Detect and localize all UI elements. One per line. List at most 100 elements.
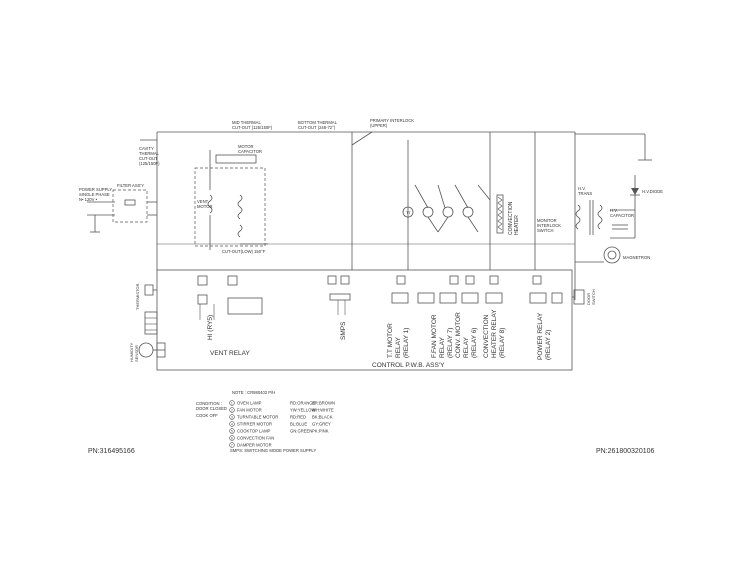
legend-symbol: 2	[231, 409, 233, 413]
label-magnetron: MAGNETRON	[623, 255, 650, 260]
label-conv-motor-3: (RELAY 6)	[471, 328, 478, 358]
main-wiring	[156, 131, 600, 300]
label-bottom-thermal-2: CUT-OUT (248-72°)	[298, 125, 336, 130]
legend-symbol: 7	[231, 444, 233, 448]
legend-item: 4 STIRRER MOTOR	[229, 421, 272, 427]
legend-symbol: 3	[231, 416, 233, 420]
label-vent-motor-2: MOTOR	[197, 204, 213, 209]
label-mid-thermal: MID THERMAL	[232, 120, 261, 125]
svg-text:TT: TT	[406, 210, 411, 215]
label-conv-heater-2: HEATER	[514, 215, 520, 235]
legend-label: FAN MOTOR	[237, 408, 262, 413]
label-power-relay: POWER RELAY	[537, 312, 544, 360]
legend-color: PK:PINK	[312, 429, 329, 434]
label-control-pwb: CONTROL P.W.B. ASS'Y	[372, 362, 445, 369]
label-tt-motor-3: (RELAY 1)	[403, 328, 410, 358]
diagram-labels: MID THERMAL CUT-OUT (125/150F) BOTTOM TH…	[79, 118, 663, 260]
legend-item: 6 CONVECTION FAN	[229, 435, 274, 441]
label-motor-cap: MOTOR	[238, 144, 254, 149]
legend-item: 5 COOKTOP LAMP	[229, 428, 271, 434]
label-hv-diode: H.V.DIODE	[642, 189, 663, 194]
legend-note: NOTE : CR980402 P/H	[232, 390, 275, 395]
legend-symbol: 4	[231, 423, 233, 427]
label-cavity-2: THERMAL	[139, 151, 160, 156]
legend-label: COOKTOP LAMP	[237, 429, 271, 434]
legend: NOTE : CR980402 P/H CONDITION : DOOR CLO…	[196, 390, 335, 453]
legend-item: 2 FAN MOTOR	[229, 407, 262, 413]
label-cut-out-low: CUT-OUT(LOW) 150°F	[222, 249, 266, 254]
label-hv-cap: H.V.	[610, 208, 618, 213]
legend-item: 7 DAMPER MOTOR	[229, 442, 272, 448]
label-door: DOOR	[586, 293, 591, 305]
label-vent-motor: VENT	[197, 199, 209, 204]
label-vent-relay: VENT RELAY	[210, 350, 251, 357]
left-sensors	[138, 284, 166, 358]
label-power-relay-2: (RELAY 2)	[545, 330, 552, 360]
legend-condition: CONDITION :	[196, 401, 222, 406]
label-conv-heater-relay: CONVECTION	[483, 314, 490, 358]
label-primary-interlock-2: (UPPER)	[370, 123, 388, 128]
label-volts: N• 120V •	[79, 197, 98, 202]
label-door-2: SWITCH	[591, 289, 596, 305]
label-conv-heater-relay-3: (RELAY 8)	[499, 328, 506, 358]
legend-color: GY:GREY	[312, 422, 331, 427]
label-hi-rys: HI (RY5)	[207, 315, 214, 340]
legend-color: RD:ORANGE	[290, 401, 316, 406]
door-switch	[572, 289, 585, 305]
legend-cook-off: COOK OFF	[196, 413, 218, 418]
label-primary-interlock: PRIMARY INTERLOCK	[370, 118, 414, 123]
label-single-phase: SINGLE PHASE	[79, 192, 110, 197]
legend-label: STIRRER MOTOR	[237, 422, 272, 427]
label-conv-motor-2: RELAY	[463, 337, 470, 358]
label-fan-motor-2: RELAY	[439, 337, 446, 358]
hv-section	[575, 133, 652, 264]
legend-label: CONVECTION FAN	[237, 436, 274, 441]
control-pwb	[156, 269, 573, 371]
legend-item: 1 OVEN LAMP	[229, 400, 262, 406]
label-power-supply: POWER SUPPLY	[79, 187, 112, 192]
legend-symbol: 1	[231, 402, 233, 406]
label-hv-trans-2: TRANS	[578, 191, 592, 196]
legend-symbol: 6	[231, 437, 233, 441]
legend-label: DAMPER MOTOR	[237, 443, 272, 448]
label-tt-motor-2: RELAY	[395, 337, 402, 358]
label-hv-cap-2: CAPACITOR	[610, 213, 634, 218]
legend-label: TURNTABLE MOTOR	[237, 415, 278, 420]
label-tt-motor: T.T MOTOR	[387, 323, 394, 358]
label-hv-trans: H.V.	[578, 186, 586, 191]
power-supply-section	[87, 139, 157, 233]
label-motor-cap-2: CAPACITOR	[238, 149, 262, 154]
label-mid-thermal-2: CUT-OUT (125/150F)	[232, 125, 273, 130]
label-smps: SMPS	[340, 321, 347, 340]
label-cavity-4: (125/150F)	[139, 161, 160, 166]
label-humidity: HUMIDITY	[129, 342, 134, 362]
legend-color: BL:BLUE	[290, 422, 307, 427]
label-fan-motor: F.FAN MOTOR	[431, 314, 438, 358]
legend-label: OVEN LAMP	[237, 401, 262, 406]
label-conv-heater: CONVECTION	[508, 201, 514, 235]
legend-color: BR:BROWN	[312, 401, 335, 406]
rotated-labels: CONVECTION HEATER THERMISTOR HUMIDITY SE…	[129, 201, 596, 362]
label-monitor-2: INTERLOCK	[537, 223, 561, 228]
label-fan-motor-3: (RELAY 7)	[447, 328, 454, 358]
label-monitor-3: SWITCH	[537, 228, 554, 233]
label-monitor: MONITOR	[537, 218, 557, 223]
part-number-left: PN:316495166	[88, 448, 135, 455]
legend-color: WH:WHITE	[312, 408, 334, 413]
legend-color: GN:GREEN	[290, 429, 312, 434]
legend-color: BK:BLACK	[312, 415, 333, 420]
legend-symbol: 5	[231, 430, 233, 434]
legend-color: RD:RED	[290, 415, 306, 420]
legend-color: YW:YELLOW	[290, 408, 315, 413]
label-conv-motor: CONV. MOTOR	[455, 312, 462, 358]
vent-motor-section	[194, 150, 268, 250]
label-cavity: CAVITY	[139, 146, 154, 151]
motor-symbols: TT	[402, 132, 504, 270]
label-filter-assy: FILTER ASS'Y	[117, 183, 144, 188]
label-thermistor: THERMISTOR	[135, 284, 140, 310]
label-humidity-2: SENSOR	[134, 345, 139, 362]
legend-door-closed: DOOR CLOSED	[196, 406, 227, 411]
label-conv-heater-relay-2: HEATER RELAY	[491, 309, 498, 358]
part-number-right: PN:261800320106	[596, 448, 655, 455]
